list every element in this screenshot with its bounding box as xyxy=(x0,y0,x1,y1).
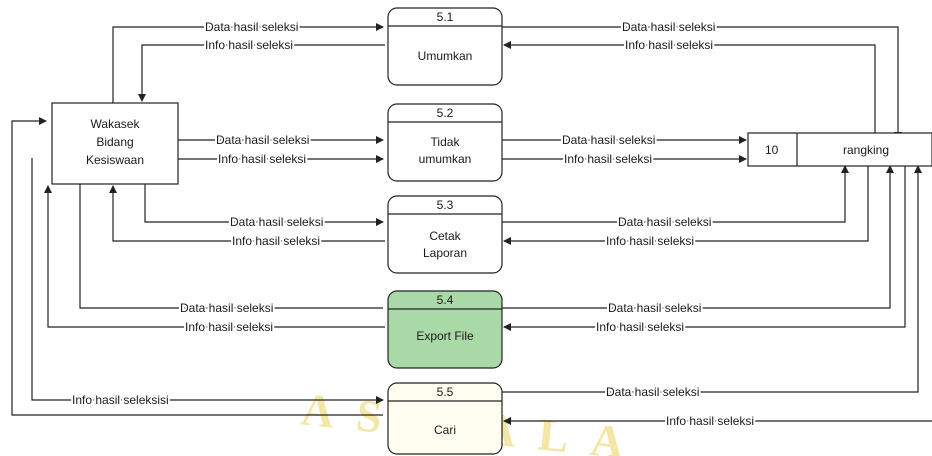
process-label-line-2: Laporan xyxy=(423,246,467,260)
process-5-5: 5.5 Cari xyxy=(387,382,503,455)
flow-label-p3-out-left: Info hasil seleksi xyxy=(232,234,320,248)
flow-label-p2-in-left: Data hasil seleksi xyxy=(216,133,309,147)
flow-label-p5-out-right: Info hasil seleksi xyxy=(666,414,754,428)
entity-line-3: Kesiswaan xyxy=(86,153,144,167)
flow-line-p1-in-right xyxy=(502,26,902,140)
process-id: 5.3 xyxy=(437,198,454,212)
flow-line-p4-in-left xyxy=(79,184,383,309)
flow-label-p5-in-left: Info hasil seleksisi xyxy=(72,393,169,407)
flow-labels: Data hasil seleksi Info hasil seleksi Da… xyxy=(70,18,756,430)
flow-label-p3-in-left: Data hasil seleksi xyxy=(230,215,323,229)
data-store-name: rangking xyxy=(843,143,889,157)
process-id: 5.5 xyxy=(437,385,454,399)
flow-label-p4-in-left: Data hasil seleksi xyxy=(180,301,273,315)
flow-label-p4-out-right: Info hasil seleksi xyxy=(596,320,684,334)
flow-label-p4-in-right: Data hasil seleksi xyxy=(608,301,701,315)
flow-label-p2-out-right-data: Data hasil seleksi xyxy=(562,133,655,147)
flow-line-p3-in-right xyxy=(503,166,869,245)
process-id: 5.4 xyxy=(437,293,454,307)
flow-line-p3-out-left xyxy=(109,185,385,242)
flow-label-p1-in-left: Data hasil seleksi xyxy=(205,20,298,34)
flow-line-p1-in-left xyxy=(112,23,384,103)
flow-line-p3-out-right xyxy=(502,165,849,223)
flow-line-p5-in-left xyxy=(31,158,384,404)
flow-line-p5-in-right xyxy=(502,165,922,393)
flow-line-p1-out-left xyxy=(138,44,385,102)
flow-line-p4-out-left xyxy=(44,185,385,328)
process-label-line-2: umumkan xyxy=(419,152,472,166)
process-label-line-1: Cetak xyxy=(429,229,461,243)
process-5-3: 5.3 Cetak Laporan xyxy=(387,195,503,274)
process-5-4: 5.4 Export File xyxy=(387,290,503,369)
process-label: Export File xyxy=(416,329,474,343)
process-id: 5.1 xyxy=(437,10,454,24)
entity-line-1: Wakasek xyxy=(91,117,141,131)
flow-label-p3-in-right: Info hasil seleksi xyxy=(606,234,694,248)
process-5-1: 5.1 Umumkan xyxy=(387,7,503,86)
flow-label-p5-in-right: Data hasil seleksi xyxy=(606,385,699,399)
flow-line-p4-in-right xyxy=(502,165,894,309)
process-id: 5.2 xyxy=(437,106,454,120)
flow-label-p1-in-right: Data hasil seleksi xyxy=(622,20,715,34)
flow-label-p1-out-left: Info hasil seleksi xyxy=(205,38,293,52)
data-store-rangking: 10 rangking xyxy=(747,132,932,167)
process-label-line-1: Tidak xyxy=(431,135,461,149)
flow-label-p2-out-right-info: Info hasil seleksi xyxy=(564,152,652,166)
flow-line-p1-out-right xyxy=(503,41,876,139)
flow-label-p3-out-right: Data hasil seleksi xyxy=(618,215,711,229)
flow-label-p2-out-left: Info hasil seleksi xyxy=(218,152,306,166)
flow-line-p5-loop-left xyxy=(11,117,383,416)
flow-line-p4-out-right xyxy=(503,166,906,331)
process-5-2: 5.2 Tidak umumkan xyxy=(387,103,503,182)
process-label: Umumkan xyxy=(418,49,473,63)
flow-label-p4-out-left: Info hasil seleksi xyxy=(185,320,273,334)
external-entity-wakasek: Wakasek Bidang Kesiswaan xyxy=(51,102,179,185)
flow-lines xyxy=(11,23,932,425)
flow-line-p3-in-left xyxy=(144,184,384,226)
process-label: Cari xyxy=(434,423,456,437)
flow-label-p1-out-right: Info hasil seleksi xyxy=(625,38,713,52)
entity-line-2: Bidang xyxy=(96,135,133,149)
data-store-id: 10 xyxy=(765,143,779,157)
